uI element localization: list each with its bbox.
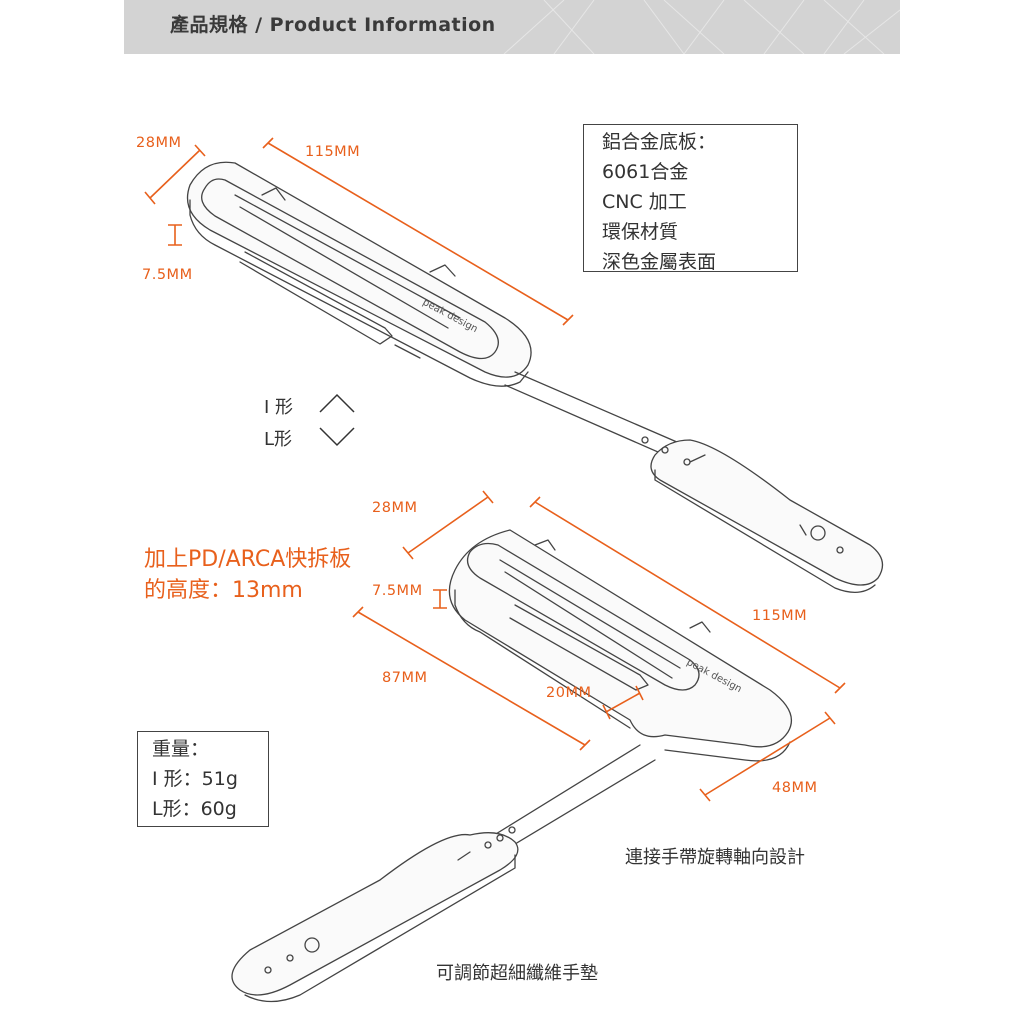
i-shape-label: I 形 bbox=[264, 397, 294, 418]
arca-note-line2: 的高度：13mm bbox=[144, 578, 303, 603]
weight-box: 重量： I 形：51g L形：60g bbox=[137, 731, 269, 827]
header-banner: 產品規格 / Product Information bbox=[124, 0, 900, 54]
l-shape-label: L形 bbox=[264, 429, 293, 450]
bottom-plate bbox=[448, 529, 793, 762]
dim-bottom-thickness: 7.5MM bbox=[372, 583, 423, 599]
dim-bottom-arm: 87MM bbox=[382, 670, 428, 686]
weight-line: 重量： bbox=[152, 738, 210, 760]
rotation-caption: 連接手帶旋轉軸向設計 bbox=[625, 847, 805, 868]
dim-top-length: 115MM bbox=[305, 144, 361, 160]
chevron-up-icon bbox=[319, 393, 355, 413]
spec-line: 6061合金 bbox=[602, 161, 689, 183]
header-pattern bbox=[503, 0, 900, 54]
dimension-lines bbox=[144, 137, 846, 802]
dim-bottom-depth: 48MM bbox=[772, 780, 818, 796]
dim-top-thickness: 7.5MM bbox=[142, 267, 193, 283]
dim-bottom-offset: 20MM bbox=[546, 685, 592, 701]
weight-line: L形：60g bbox=[152, 798, 237, 820]
spec-box: 鋁合金底板： 6061合金 CNC 加工 環保材質 深色金屬表面 bbox=[583, 124, 798, 273]
dim-bottom-length: 115MM bbox=[752, 608, 808, 624]
spec-line: 深色金屬表面 bbox=[602, 251, 717, 273]
spec-line: 鋁合金底板： bbox=[602, 131, 717, 153]
bottom-strap bbox=[231, 744, 656, 1003]
spec-line: 環保材質 bbox=[602, 221, 679, 243]
pad-caption: 可調節超細纖維手墊 bbox=[436, 963, 598, 984]
shape-chevrons bbox=[319, 393, 355, 447]
page-title: 產品規格 / Product Information bbox=[170, 14, 496, 36]
spec-line: CNC 加工 bbox=[602, 191, 687, 213]
weight-line: I 形：51g bbox=[152, 768, 238, 790]
chevron-down-icon bbox=[319, 427, 355, 447]
dim-top-width: 28MM bbox=[136, 135, 182, 151]
arca-note-line1: 加上PD/ARCA快拆板 bbox=[144, 547, 352, 572]
dim-bottom-width: 28MM bbox=[372, 500, 418, 516]
top-plate bbox=[186, 161, 532, 387]
top-strap bbox=[504, 371, 884, 593]
